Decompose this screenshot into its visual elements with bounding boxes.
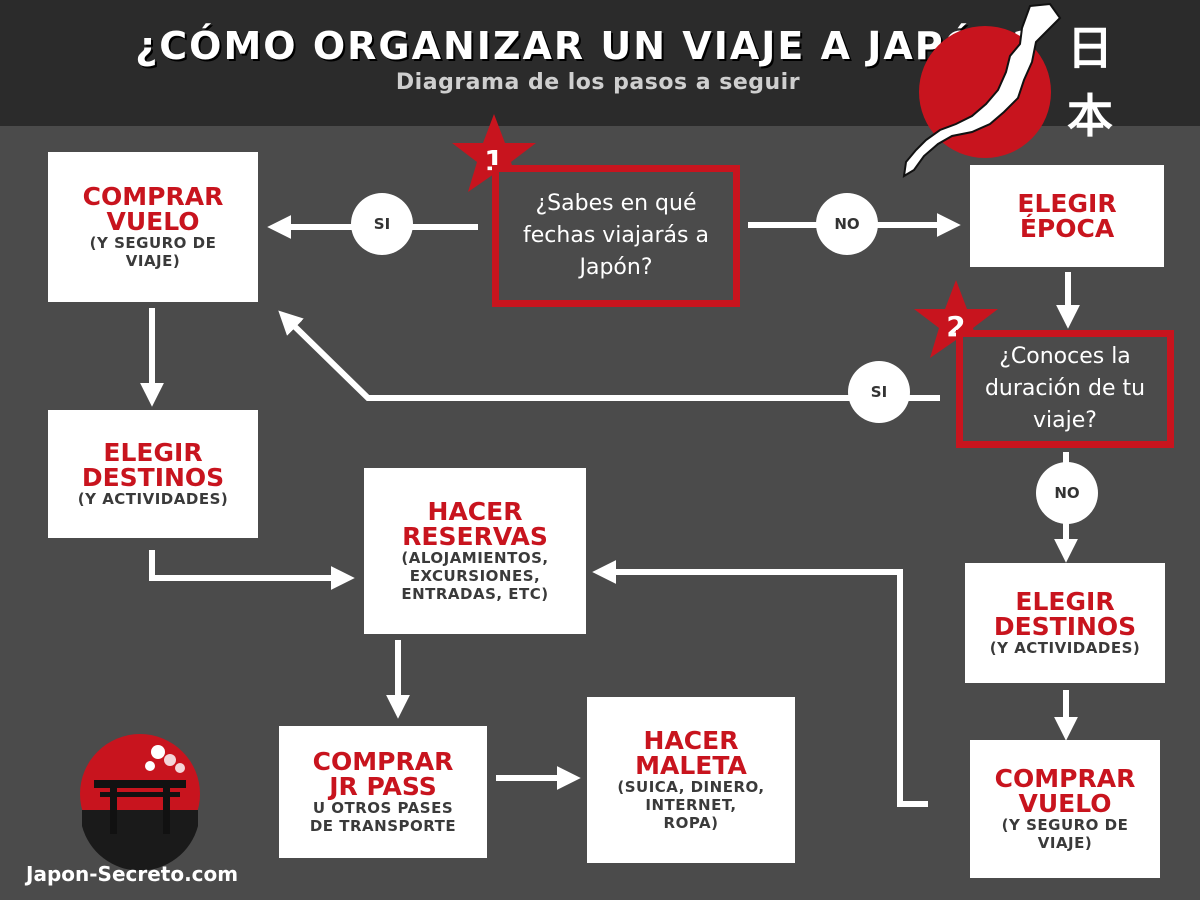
box-subtitle-line: DE TRANSPORTE — [309, 817, 457, 835]
box-title-line: COMPRAR — [994, 764, 1136, 793]
box-title-line: ELEGIR — [103, 438, 203, 467]
box-subtitle-line: INTERNET, — [645, 796, 737, 814]
box-title-line: HACER — [643, 726, 739, 755]
arrow-vuelo-right-reservas — [592, 560, 928, 807]
box-subtitle-line: VIAJE) — [1037, 834, 1093, 852]
box-title-line: COMPRAR — [82, 182, 224, 211]
box-subtitle-line: (Y ACTIVIDADES) — [77, 490, 229, 508]
box-subtitle-line: U OTROS PASES — [312, 799, 454, 817]
page-title: ¿CÓMO ORGANIZAR UN VIAJE A JAPÓN? — [135, 24, 1037, 68]
box-comprar-vuelo-right: COMPRAR VUELO (Y SEGURO DE VIAJE) — [970, 740, 1160, 878]
answer-si-circle-1: SI — [351, 193, 413, 255]
box-subtitle-line: (Y ACTIVIDADES) — [989, 639, 1141, 657]
box-hacer-reservas: HACER RESERVAS (ALOJAMIENTOS, EXCURSIONE… — [364, 468, 586, 634]
box-title-line: JR PASS — [329, 772, 437, 801]
box-subtitle-line: ENTRADAS, ETC) — [401, 585, 549, 603]
box-elegir-destinos-left: ELEGIR DESTINOS (Y ACTIVIDADES) — [48, 410, 258, 538]
question-2-box: ¿Conoces la duración de tu viaje? — [956, 330, 1174, 448]
torii-logo-icon — [80, 734, 200, 871]
box-subtitle-line: ROPA) — [663, 814, 719, 832]
page-subtitle: Diagrama de los pasos a seguir — [395, 70, 801, 95]
box-subtitle-line: (SUICA, DINERO, — [617, 778, 765, 796]
question-1-text: ¿Sabes en qué fechas viajarás a Japón? — [523, 191, 709, 280]
box-title-line: RESERVAS — [402, 522, 548, 551]
box-title-line: DESTINOS — [81, 463, 225, 492]
box-title-line: VUELO — [106, 207, 200, 236]
box-subtitle-line: EXCURSIONES, — [409, 567, 541, 585]
box-title-line: HACER — [427, 497, 523, 526]
box-title-line: MALETA — [635, 751, 747, 780]
kanji-hon: 本 — [1067, 89, 1113, 143]
box-comprar-vuelo-left: COMPRAR VUELO (Y SEGURO DE VIAJE) — [48, 152, 258, 302]
answer-no-circle-1: NO — [816, 193, 878, 255]
box-hacer-maleta: HACER MALETA (SUICA, DINERO, INTERNET, R… — [587, 697, 795, 863]
box-title-line: DESTINOS — [993, 612, 1137, 641]
box-subtitle-line: (ALOJAMIENTOS, — [401, 549, 549, 567]
question-1-box: ¿Sabes en qué fechas viajarás a Japón? — [492, 165, 740, 307]
answer-si-circle-2: SI — [848, 361, 910, 423]
box-elegir-epoca: ELEGIR ÉPOCA — [970, 165, 1164, 267]
site-name-footer: Japon-Secreto.com — [26, 862, 239, 886]
box-subtitle-line: VIAJE) — [125, 252, 181, 270]
japan-map-icon — [902, 2, 1062, 178]
answer-no-circle-2: NO — [1036, 462, 1098, 524]
box-subtitle-line: (Y SEGURO DE — [89, 234, 217, 252]
box-title-line: ELEGIR — [1015, 587, 1115, 616]
box-subtitle-line: (Y SEGURO DE — [1001, 816, 1129, 834]
question-2-text: ¿Conoces la duración de tu viaje? — [984, 344, 1146, 433]
box-title-line: ÉPOCA — [1019, 214, 1115, 243]
box-title-line: VUELO — [1018, 789, 1112, 818]
box-comprar-jr-pass: COMPRAR JR PASS U OTROS PASES DE TRANSPO… — [279, 726, 487, 858]
arrow-q2-si — [278, 310, 940, 401]
box-title-line: ELEGIR — [1017, 189, 1117, 218]
box-title-line: COMPRAR — [312, 747, 454, 776]
arrow-destinos-left-reservas — [149, 550, 355, 590]
kanji-nichi: 日 — [1067, 21, 1113, 75]
box-elegir-destinos-right: ELEGIR DESTINOS (Y ACTIVIDADES) — [965, 563, 1165, 683]
